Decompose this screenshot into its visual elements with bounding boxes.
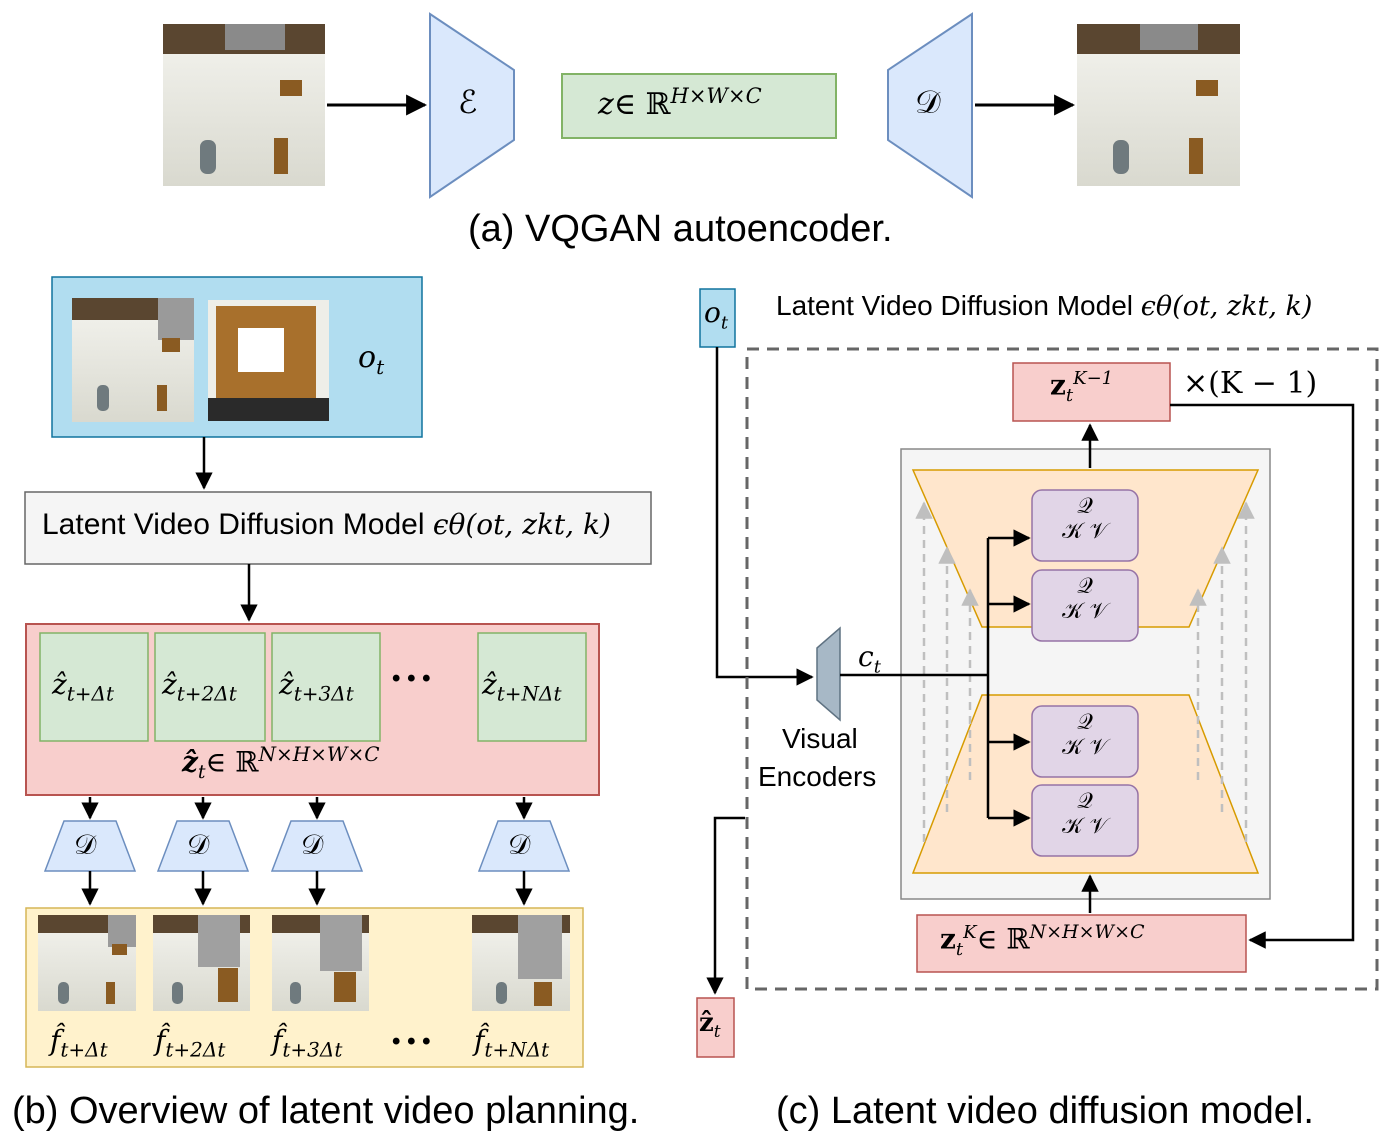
loop-arrow <box>1170 403 1355 949</box>
conditioning-arrows <box>840 529 1031 827</box>
c-observation-box <box>699 288 736 348</box>
skip-connections <box>915 501 1255 842</box>
decoder-label: 𝒟 <box>187 828 210 861</box>
observation-image-2 <box>208 300 329 421</box>
frame-image <box>472 915 570 1011</box>
b-observation-label: ot <box>358 340 385 379</box>
latent-expression: z∈ ℝH×W×C <box>598 84 762 122</box>
repeat-label: ×(K − 1) <box>1183 366 1318 401</box>
latent-box <box>561 73 837 139</box>
latent-label: ẑt+Δt <box>52 668 115 706</box>
attention-label: 𝒬 𝒦 𝒱 <box>1062 789 1108 839</box>
attention-block <box>1031 784 1139 857</box>
b-model-label: Latent Video Diffusion Model ϵθ(ot, zkt,… <box>42 508 611 541</box>
attention-label: 𝒬 𝒦 𝒱 <box>1062 574 1108 624</box>
bottom-latent-box <box>916 914 1247 973</box>
latent-cell <box>271 632 381 742</box>
latent-set-label: ẑt∈ ℝN×H×W×C <box>182 742 380 783</box>
visual-encoder-shape <box>816 626 841 722</box>
encoder-label-line2: Encoders <box>758 761 877 792</box>
latent-label: ẑt+3Δt <box>279 668 354 706</box>
output-latent-label: ẑt <box>699 1008 721 1043</box>
latent-cell <box>477 632 587 742</box>
attention-label: 𝒬 𝒦 𝒱 <box>1062 494 1108 544</box>
frame-label: f̂t+NΔt <box>474 1024 550 1062</box>
frame-label: f̂t+3Δt <box>272 1024 343 1062</box>
arrow-to-output <box>706 816 745 995</box>
caption-b: (b) Overview of latent video planning. <box>12 1090 640 1132</box>
attention-label: 𝒬 𝒦 𝒱 <box>1062 710 1108 760</box>
c-observation-label: ot <box>704 296 729 334</box>
unet-up-block <box>911 694 1260 874</box>
output-latent-box <box>696 997 735 1058</box>
observation-image-1 <box>72 298 194 422</box>
model-dashed-box <box>745 347 1379 991</box>
top-latent-label: ztK−1 <box>1050 368 1114 406</box>
caption-c: (c) Latent video diffusion model. <box>776 1090 1314 1132</box>
decoder-label: 𝒟 <box>74 828 97 861</box>
cond-label: ct <box>858 640 881 678</box>
reconstructed-image <box>1077 24 1240 186</box>
attention-block <box>1031 569 1139 642</box>
top-latent-box <box>1012 362 1171 422</box>
decoder-trapezoid <box>887 12 973 199</box>
latent-cell <box>39 632 149 742</box>
decoder-label: 𝒟 <box>301 828 324 861</box>
attention-block <box>1031 705 1139 778</box>
decoder-label: 𝒟 <box>508 828 531 861</box>
latent-cell <box>154 632 266 742</box>
input-image <box>163 24 325 186</box>
model-box <box>24 491 652 565</box>
latent-ellipsis: • • • <box>392 665 431 692</box>
frame-image <box>272 915 369 1011</box>
frame-image <box>38 915 136 1011</box>
latent-label: ẑt+NΔt <box>482 668 562 706</box>
encoder-trapezoid <box>429 12 515 199</box>
bottom-latent-label: ztK∈ ℝN×H×W×C <box>940 921 1145 960</box>
decoder-symbol: 𝒟 <box>915 83 941 121</box>
frame-label: f̂t+2Δt <box>155 1024 226 1062</box>
attention-block <box>1031 489 1139 562</box>
encoder-label-line1: Visual <box>782 723 858 754</box>
caption-a: (a) VQGAN autoencoder. <box>468 208 893 250</box>
frame-ellipsis: • • • <box>392 1028 431 1055</box>
decoder-row <box>43 797 571 906</box>
frame-label: f̂t+Δt <box>50 1024 108 1062</box>
latent-label: ẑt+2Δt <box>162 668 237 706</box>
frame-image <box>153 915 250 1011</box>
c-model-title: Latent Video Diffusion Model ϵθ(ot, zkt,… <box>776 290 1313 322</box>
arrow-obs-to-encoder <box>715 347 814 686</box>
encoder-symbol: ℰ <box>458 83 478 121</box>
